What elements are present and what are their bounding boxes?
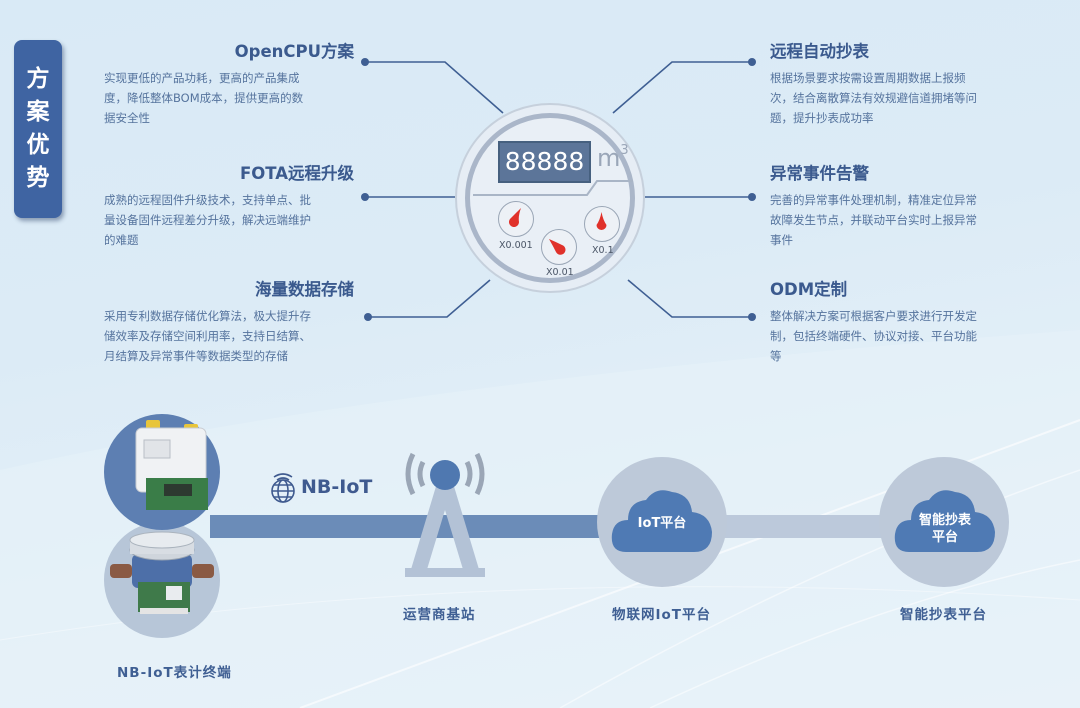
feature-title: 海量数据存储 bbox=[255, 280, 354, 299]
feature-odm: ODM定制 整体解决方案可根据客户要求进行开发定 制，包括终端硬件、协议对接、平… bbox=[770, 276, 1020, 366]
smart-platform-label: 智能抄表平台 bbox=[900, 607, 987, 623]
feature-storage: 海量数据存储 采用专利数据存储优化算法，极大提升存 储效率及存储空间利用率，支持… bbox=[104, 276, 354, 366]
base-station-label: 运营商基站 bbox=[403, 607, 476, 623]
feature-opencpu: OpenCPU方案 实现更低的产品功耗，更高的产品集成 度，降低整体BOM成本，… bbox=[104, 38, 354, 128]
tab-char: 势 bbox=[26, 165, 50, 191]
dial-x01 bbox=[584, 206, 620, 242]
feature-fota: FOTA远程升级 成熟的远程固件升级技术，支持单点、批 量设备固件远程差分升级，… bbox=[104, 160, 354, 250]
dial-x001 bbox=[541, 229, 577, 265]
meter-unit: m3 bbox=[597, 143, 629, 172]
feature-desc: 成熟的远程固件升级技术，支持单点、批 量设备固件远程差分升级，解决远端维护 的难… bbox=[104, 193, 311, 247]
dial-x0001 bbox=[498, 201, 534, 237]
needle-icon bbox=[509, 208, 521, 227]
meter-digit-display: 88888 bbox=[498, 141, 591, 183]
tab-char: 案 bbox=[26, 99, 50, 125]
connector-dot bbox=[364, 313, 372, 321]
gas-meter-device-circle bbox=[104, 414, 220, 530]
connector-dot bbox=[361, 58, 369, 66]
flow-track-secondary bbox=[700, 515, 900, 538]
feature-alarm: 异常事件告警 完善的异常事件处理机制，精准定位异常 故障发生节点，并联动平台实时… bbox=[770, 160, 1020, 250]
cloud-icon bbox=[894, 490, 995, 552]
water-meter-image bbox=[110, 531, 214, 614]
dial-label: X0.1 bbox=[592, 245, 614, 256]
section-tab-solution-advantages: 方 案 优 势 bbox=[14, 40, 62, 218]
tab-char: 方 bbox=[26, 66, 50, 92]
iot-platform-label: 物联网IoT平台 bbox=[612, 607, 712, 623]
feature-title: 远程自动抄表 bbox=[770, 42, 869, 61]
iot-cloud-text: IoT平台 bbox=[637, 516, 687, 531]
needle-icon bbox=[549, 239, 566, 255]
meter-divider-line bbox=[473, 180, 633, 196]
feature-desc: 根据场景要求按需设置周期数据上报频 次，结合离散算法有效规避信道拥堵等问 题，提… bbox=[770, 71, 977, 125]
gas-meter-image bbox=[135, 420, 208, 510]
dial-label: X0.01 bbox=[546, 267, 574, 278]
cloud-icon bbox=[611, 490, 712, 552]
connector-dot bbox=[748, 193, 756, 201]
connector-dot bbox=[361, 193, 369, 201]
base-station-tower-icon bbox=[405, 452, 485, 577]
dial-label: X0.001 bbox=[499, 240, 533, 251]
feature-title: OpenCPU方案 bbox=[234, 42, 354, 61]
flow-track-primary bbox=[210, 515, 630, 538]
water-meter-graphic bbox=[455, 103, 645, 293]
nbiot-text: NB-IoT bbox=[301, 476, 373, 498]
globe-signal-icon bbox=[271, 473, 295, 503]
feature-desc: 整体解决方案可根据客户要求进行开发定 制，包括终端硬件、协议对接、平台功能 等 bbox=[770, 309, 977, 363]
feature-title: FOTA远程升级 bbox=[239, 164, 354, 183]
nbiot-network-label: NB-IoT bbox=[268, 471, 372, 503]
feature-desc: 实现更低的产品功耗，更高的产品集成 度，降低整体BOM成本，提供更高的数 据安全… bbox=[104, 71, 304, 125]
feature-desc: 采用专利数据存储优化算法，极大提升存 储效率及存储空间利用率，支持日结算、 月结… bbox=[104, 309, 311, 363]
feature-title: ODM定制 bbox=[770, 280, 848, 299]
tab-char: 优 bbox=[26, 132, 50, 158]
connector-dot bbox=[748, 313, 756, 321]
feature-title: 异常事件告警 bbox=[770, 164, 869, 183]
feature-auto-reading: 远程自动抄表 根据场景要求按需设置周期数据上报频 次，结合离散算法有效规避信道拥… bbox=[770, 38, 1020, 128]
needle-icon bbox=[596, 212, 607, 230]
smart-cloud-text: 智能抄表 平台 bbox=[918, 513, 971, 545]
terminal-label: NB-IoT表计终端 bbox=[117, 665, 232, 681]
feature-desc: 完善的异常事件处理机制，精准定位异常 故障发生节点，并联动平台实时上报异常 事件 bbox=[770, 193, 977, 247]
connector-dot bbox=[748, 58, 756, 66]
water-meter-device-circle bbox=[104, 522, 220, 638]
